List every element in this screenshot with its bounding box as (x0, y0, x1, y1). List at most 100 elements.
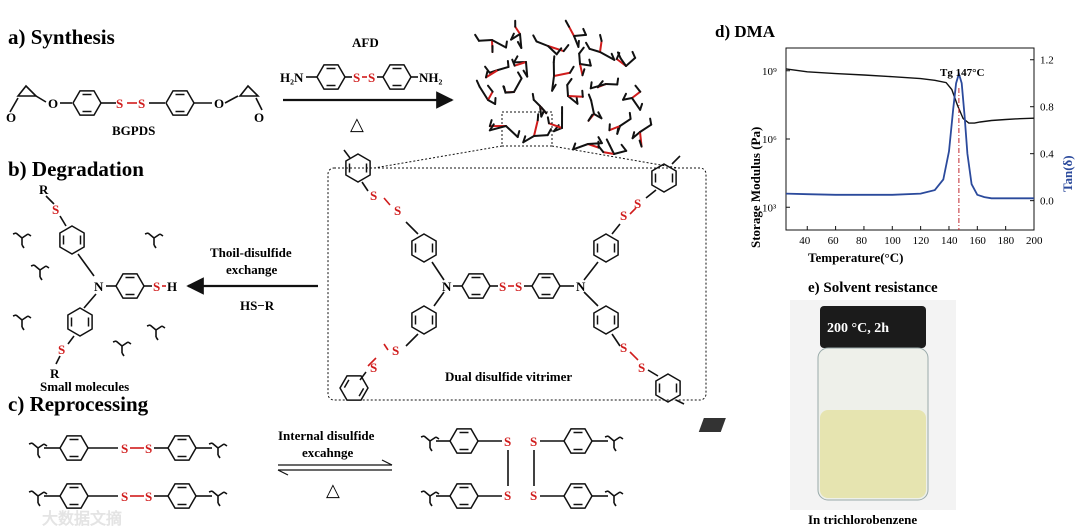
network-strand (579, 63, 592, 67)
network-strand (577, 39, 580, 48)
reprocessing-reaction-2: excahnge (302, 445, 354, 460)
x-tick-label: 180 (998, 235, 1015, 247)
network-strand (582, 27, 587, 36)
panel-b-degradation: b) Degradation R S N S H S R Small molec… (8, 157, 318, 394)
network-strand (522, 135, 527, 144)
network-strand (516, 130, 521, 139)
panel-e-heading: e) Solvent resistance (808, 280, 938, 296)
network-strand (484, 65, 491, 74)
network-strand (477, 39, 493, 42)
network-strand (532, 34, 538, 43)
network-strand (631, 90, 642, 99)
network-strand (616, 51, 622, 60)
network-strand (566, 77, 573, 86)
vitrimer-caption: Dual disulfide vitrimer (445, 369, 572, 384)
svg-text:S: S (392, 343, 399, 358)
network-strand (608, 144, 615, 155)
network-strand (631, 50, 637, 59)
svg-text:S: S (145, 441, 152, 456)
network-strand (608, 125, 621, 132)
svg-text:S: S (504, 488, 511, 503)
panel-c-heading: c) Reprocessing (8, 392, 149, 416)
network-strand (620, 143, 628, 152)
network-strand (533, 119, 539, 137)
network-strand (619, 117, 632, 127)
ether-o-right: O (214, 96, 224, 111)
network-strand (585, 41, 591, 50)
network-strand (486, 84, 494, 93)
n-atom: N (94, 279, 104, 294)
r-bottom: R (50, 366, 60, 381)
network-strand (631, 97, 642, 111)
network-strand (531, 92, 535, 101)
svg-text:S: S (121, 441, 128, 456)
afd-structure: AFD H₂N S S NH₂ (280, 35, 443, 90)
r-top: R (39, 182, 49, 197)
network-strand (506, 59, 510, 68)
network-strand (555, 47, 563, 56)
network-strand (587, 113, 594, 122)
network-strand (628, 111, 632, 120)
x-tick-label: 120 (913, 235, 930, 247)
network-strand (525, 61, 529, 78)
network-strand (599, 33, 603, 42)
panel-a-synthesis: a) Synthesis O O S S O O BGPDS AFD (6, 19, 679, 169)
svg-text:S: S (368, 70, 375, 85)
svg-text:S: S (620, 340, 627, 355)
network-strand (505, 40, 508, 49)
network-strand (478, 85, 489, 101)
network-strand (487, 99, 497, 106)
network-strand (488, 125, 507, 132)
svg-text:S: S (634, 196, 641, 211)
network-strand (484, 70, 489, 79)
network-strand (546, 116, 550, 125)
watermark-logo: 大数据文摘 (42, 509, 122, 528)
svg-text:S: S (370, 360, 377, 375)
amine-left: H₂N (280, 70, 304, 85)
vitrimer-box (327, 167, 707, 401)
heat-symbol-a: △ (350, 114, 364, 134)
afd-label: AFD (352, 35, 379, 50)
network-strand (564, 19, 571, 28)
vial-cap (820, 306, 926, 348)
network-strand (639, 102, 644, 111)
svg-text:S: S (515, 279, 522, 294)
x-tick-label: 40 (799, 235, 811, 247)
panel-a-heading: a) Synthesis (8, 25, 115, 49)
network-strand (616, 77, 620, 86)
svg-text:S: S (530, 434, 537, 449)
svg-text:S: S (52, 202, 59, 217)
network-strand (540, 106, 548, 115)
network-strand (497, 65, 510, 71)
svg-text:S: S (153, 279, 160, 294)
vitrimer-structure: N S S N S S S S S S (327, 149, 707, 407)
panel-e-caption: In trichlorobenzene (808, 512, 917, 527)
network-strand (581, 68, 586, 77)
network-strand (491, 39, 508, 49)
network-strand (639, 123, 653, 133)
degradation-reagent: HS−R (240, 298, 275, 313)
network-strand (622, 92, 627, 101)
network-strand (589, 83, 607, 90)
network-strand (649, 117, 653, 126)
network-strand (590, 99, 595, 115)
svg-text:N: N (442, 279, 452, 294)
zoom-box (501, 111, 553, 147)
network-strand (616, 126, 620, 135)
reprocessing-reaction: Internal disulfide (278, 428, 375, 443)
network-strand (547, 45, 565, 53)
network-strand (513, 55, 519, 64)
network-strand (613, 149, 628, 155)
dma-ylabel-left: Storage Modulus (Pa) (748, 127, 763, 248)
panel-d-heading: d) DMA (715, 22, 776, 41)
network-strand (573, 33, 587, 37)
x-tick-label: 200 (1026, 235, 1043, 247)
epoxide-o-left: O (6, 110, 16, 125)
network-strand (532, 98, 541, 107)
network-strand (513, 61, 527, 67)
network-strand (597, 145, 605, 154)
degradation-reaction: Thoil-disulfide (210, 245, 292, 260)
